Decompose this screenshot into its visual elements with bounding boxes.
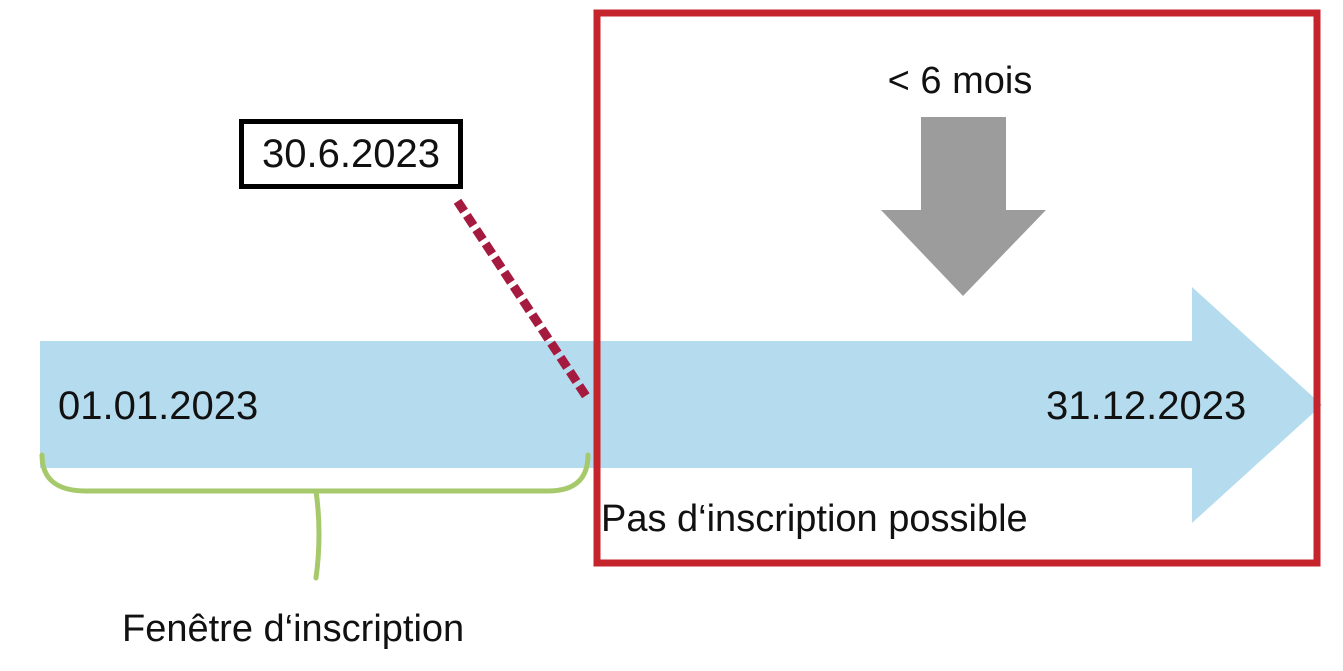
callout-date-label: 30.6.2023 bbox=[262, 132, 440, 176]
end-date-label: 31.12.2023 bbox=[1046, 384, 1247, 428]
down-arrow bbox=[881, 117, 1046, 296]
registration-window-brace-tail bbox=[313, 488, 322, 581]
callout-date-box: 30.6.2023 bbox=[239, 119, 463, 189]
no-registration-box bbox=[593, 9, 1321, 567]
callout-dotted-line bbox=[453, 198, 593, 403]
registration-window-label: Fenêtre d‘inscription bbox=[122, 608, 465, 650]
duration-label: < 6 mois bbox=[887, 60, 1033, 102]
no-registration-label: Pas d‘inscription possible bbox=[601, 498, 1028, 540]
start-date-label: 01.01.2023 bbox=[58, 384, 259, 428]
timeline-arrow bbox=[40, 287, 1322, 523]
